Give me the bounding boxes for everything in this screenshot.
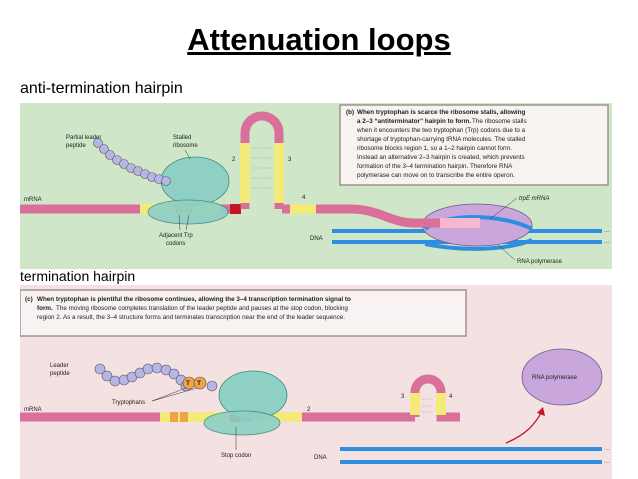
section-heading-termination: termination hairpin (20, 268, 136, 284)
label-region-2-c: 2 (307, 407, 311, 413)
pointer-tryptophan-1 (151, 387, 187, 402)
anti-termination-diagram: (b) When tryptophan is scarce the riboso… (20, 104, 610, 265)
dna-strand-bottom-c (340, 460, 602, 464)
label-trp-1: T (186, 380, 190, 387)
label-tryptophans: Tryptophans (112, 400, 145, 406)
label-partial-leader-1: Partial leader (66, 135, 101, 141)
label-stalled-ribosome-1: Stalled (173, 135, 191, 141)
section-heading-anti-termination: anti-termination hairpin (20, 80, 183, 97)
caption-box-b (339, 104, 609, 186)
dna-dots-top-c: ··· (604, 447, 610, 453)
stalled-ribosome-top-b (160, 156, 230, 206)
caption-b-line-3: ribosome blocks region 1, so a 1–2 hairp… (357, 145, 512, 152)
label-trpe-mrna: trpE mRNA (519, 196, 549, 202)
caption-c-lead2: form. (37, 305, 53, 312)
caption-c-label: (c) (25, 296, 33, 303)
label-partial-leader-2: peptide (66, 143, 86, 149)
dna-dots-bottom-b: ··· (604, 240, 610, 246)
label-mrna-b: mRNA (24, 197, 42, 203)
label-leader-peptide-1: Leader (50, 363, 69, 369)
label-region-4-b: 4 (302, 195, 306, 201)
label-region-2-b: 2 (232, 157, 236, 163)
trpe-segment-b (440, 218, 480, 228)
pointer-rna-polymerase-b (497, 244, 516, 261)
peptide-bead-last (206, 380, 218, 392)
ribosome-bottom-c (203, 410, 281, 436)
dna-dots-top-b: ··· (604, 229, 610, 235)
label-mrna-c: mRNA (24, 407, 42, 413)
mrna-strand-right-b (282, 204, 475, 228)
region-3-b (274, 143, 284, 203)
caption-c-line-1: region 2. As a result, the 3–4 structure… (37, 314, 345, 321)
label-region-3-c: 3 (401, 394, 405, 400)
caption-b-lead: When tryptophan is scarce the ribosome s… (357, 109, 525, 116)
partial-leader-peptide-beads (93, 138, 171, 186)
label-rna-polymerase-c: RNA polymerase (532, 375, 578, 381)
caption-b-line-2: shortage of tryptophan-carrying tRNA mol… (357, 136, 526, 143)
pointer-trp-2 (185, 214, 190, 231)
leader-peptide-beads (94, 362, 192, 392)
caption-b-line-5: formation of the 3–4 termination hairpin… (357, 163, 513, 170)
caption-b-label: (b) (346, 109, 354, 116)
label-dna-b: DNA (310, 236, 323, 242)
label-leader-peptide-2: peptide (50, 371, 70, 377)
release-arrowhead (537, 407, 545, 416)
hairpin-2-3-loop-b (240, 111, 284, 209)
caption-b-line-6: polymerase can move on to transcribe the… (357, 172, 515, 179)
stalled-ribosome-bottom-b (147, 199, 229, 225)
pointer-trp-1 (178, 214, 181, 231)
dna-dots-bottom-c: ··· (604, 460, 610, 466)
region-3-c (410, 393, 420, 415)
label-dna-c: DNA (314, 455, 327, 461)
caption-b-line-4: Instead an alternative 2–3 hairpin is cr… (357, 154, 525, 161)
caption-box-c (20, 289, 467, 337)
termination-diagram: (c) When tryptophan is plentiful the rib… (20, 289, 610, 466)
caption-c-lead: When tryptophan is plentiful the ribosom… (37, 296, 351, 303)
caption-b-line-0: The ribosome stalls (472, 118, 527, 125)
dna-bubble-bottom-b (424, 238, 533, 251)
label-stalled-ribosome-2: ribosome (173, 143, 198, 149)
label-rna-polymerase-b: RNA polymerase (517, 259, 563, 265)
label-adjacent-trp-2: codons (166, 241, 185, 247)
pointer-stalled-ribosome (184, 149, 191, 160)
slide-title: Attenuation loops (187, 22, 451, 57)
pointer-tryptophan-2 (151, 387, 198, 402)
stop-codon-b (230, 204, 241, 214)
region-4-c (436, 393, 446, 415)
label-stop-codon: Stop codon (221, 453, 251, 459)
caption-b-line-1: when it encounters the two tryptophan (T… (356, 127, 526, 134)
caption-b-lead2: a 2–3 “antiterminator” hairpin to form. (357, 118, 471, 125)
panel-anti-termination: (b) When tryptophan is scarce the riboso… (20, 103, 612, 269)
region-2-b (240, 143, 250, 203)
release-arrow (505, 410, 543, 444)
tryptophan-bead-2 (193, 376, 207, 390)
label-trp-2: T (197, 380, 201, 387)
caption-c-line-0: The moving ribosome completes translatio… (56, 305, 348, 312)
region-1-c (160, 412, 240, 422)
region-4-b (290, 204, 316, 214)
hairpin-3-4-loop-c (410, 374, 460, 422)
trp-codon-2-c (180, 412, 188, 422)
panel-termination: (c) When tryptophan is plentiful the rib… (20, 285, 612, 479)
label-adjacent-trp-1: Adjacent Trp (159, 233, 193, 239)
trp-codon-1-c (170, 412, 178, 422)
label-region-3-b: 3 (288, 157, 292, 163)
label-region-4-c: 4 (449, 394, 453, 400)
rna-polymerase-c (521, 348, 603, 406)
pointer-trpe-mrna (489, 197, 518, 220)
dna-strand-top-c (340, 447, 602, 451)
region-2-c (252, 412, 302, 422)
